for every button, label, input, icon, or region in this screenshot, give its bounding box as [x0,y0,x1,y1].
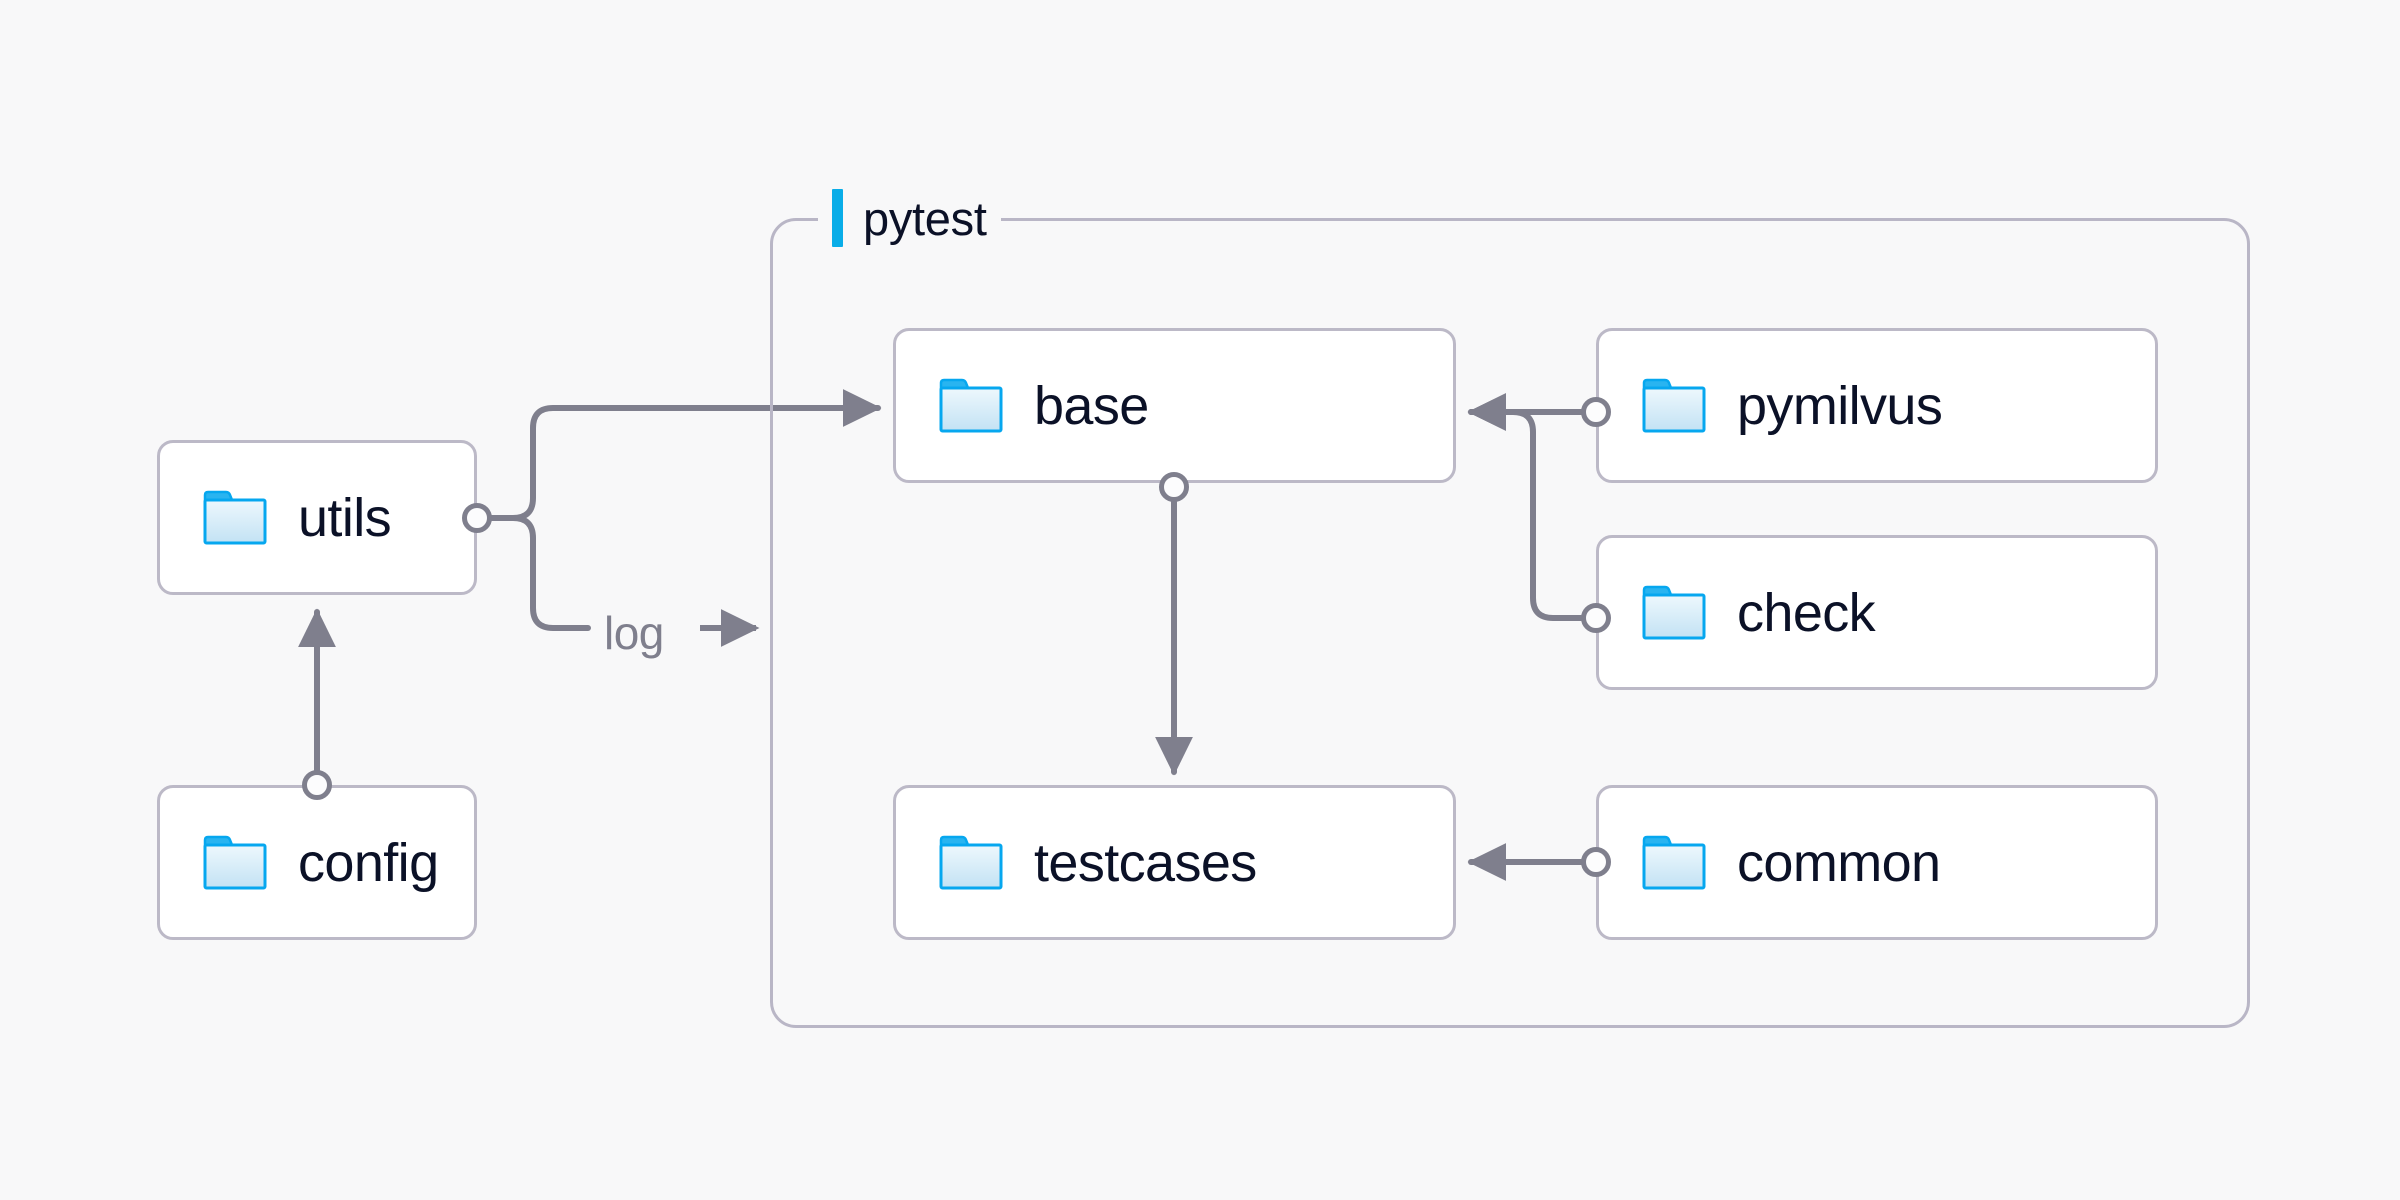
folder-icon [203,490,267,544]
folder-icon [1642,835,1706,889]
node-label: utils [298,487,392,548]
folder-icon [203,835,267,889]
node-pymilvus[interactable]: pymilvus [1596,328,2158,483]
handle-common-left[interactable] [1581,847,1611,877]
group-title: pytest [863,191,987,245]
node-label: config [298,832,439,893]
node-label: pymilvus [1737,375,1943,436]
handle-check-left[interactable] [1581,603,1611,633]
folder-icon [939,835,1003,889]
edge-utils-to-log [489,515,591,631]
node-label: testcases [1034,832,1257,893]
node-label: common [1737,832,1941,893]
handle-base-bottom[interactable] [1159,472,1189,502]
group-container-pytest[interactable] [770,218,2250,1028]
handle-config-top[interactable] [302,770,332,800]
node-label: check [1737,582,1876,643]
node-config[interactable]: config [157,785,477,940]
handle-pymilvus-left[interactable] [1581,397,1611,427]
node-label: base [1034,375,1149,436]
edge-label-log: log [604,607,664,659]
node-testcases[interactable]: testcases [893,785,1456,940]
node-common[interactable]: common [1596,785,2158,940]
node-utils[interactable]: utils [157,440,477,595]
handle-utils-right[interactable] [462,503,492,533]
node-base[interactable]: base [893,328,1456,483]
group-accent-bar [832,189,843,247]
folder-icon [1642,378,1706,432]
folder-icon [1642,585,1706,639]
group-label-pytest: pytest [818,186,1001,250]
folder-icon [939,378,1003,432]
node-check[interactable]: check [1596,535,2158,690]
